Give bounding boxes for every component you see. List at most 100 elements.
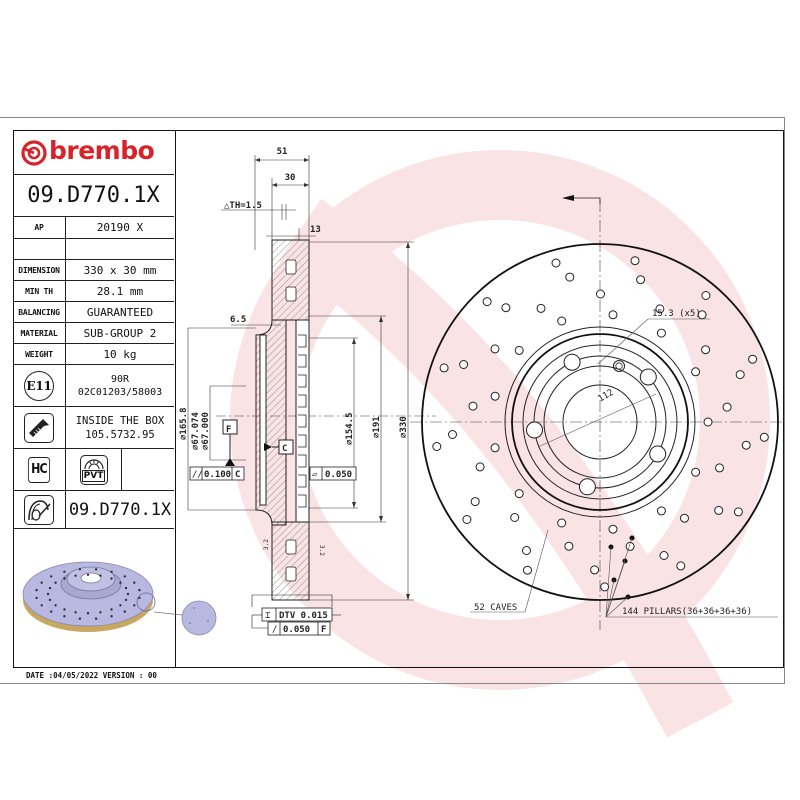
drawing-outer-frame [0,117,785,684]
drill-hole [701,291,711,300]
surface-finish-right: 3.2 [318,545,325,556]
dim-friction-inner-dia: ⌀191 [372,416,382,438]
render-hole [123,610,127,613]
drill-hole [514,345,524,355]
drill-hole [475,462,485,472]
render-hole [94,617,98,620]
dtv-value: DTV 0.015 [279,611,328,621]
drill-hole [590,565,600,575]
footer-part-number: 09.D770.1X [68,499,172,520]
drill-hole [490,443,500,453]
drill-hole [608,310,618,320]
disc-profile-icon [24,494,54,525]
drill-hole [691,467,701,477]
dim-bore-min: ⌀67.000 [201,412,211,450]
inside-box-line1: INSIDE THE BOX [75,414,165,427]
e11-badge-icon: E11 [24,370,54,401]
datum-f: F [226,425,231,435]
render-hole [74,574,77,577]
vent-pillar [298,394,307,408]
inside-box-row: INSIDE THE BOX 105.5732.95 [13,407,174,449]
bolt-hole [526,421,543,439]
render-hole [99,611,102,614]
spec-label: BALANCING [13,302,66,322]
render-hole [126,592,130,596]
dim-hat-outer-dia: ⌀165.8 [179,407,189,440]
badges-row: HC PVT [13,449,174,491]
vent-pillar [298,434,307,448]
render-hole [110,577,113,580]
caves-label: 52 CAVES [474,603,517,613]
vent-pillar [298,374,307,388]
disc-3d-render-cell [13,529,174,668]
drill-hole [608,524,618,534]
bolt-hole [649,445,667,463]
spec-label [13,239,66,259]
part-number: 09.D770.1X [27,183,160,208]
render-hole [35,588,38,592]
drill-hole [748,354,758,364]
disc-3d-render [22,561,156,632]
drill-hole [536,303,546,313]
drill-hole [741,440,751,450]
render-hole [63,577,66,580]
homologation-badge-cell: E11 [13,365,66,406]
homologation-line2: 02C01203/58003 [77,386,163,398]
render-hole [54,581,57,584]
render-hole [138,596,141,600]
surface-finish-left: 3.2 [263,539,270,550]
drill-hole [655,304,665,314]
drawing-inner-frame [13,130,784,668]
runout-symbol: / [272,625,277,635]
section-view: 51 30 △TH=1.5 13 6.5 ⌀165.8 ⌀67.074 ⌀67.… [179,147,436,636]
render-hole [48,598,52,602]
homologation-line1: 90R [110,373,130,385]
drill-hole [448,430,457,439]
front-view: 15.3 (x5) 112 52 CAVES 144 PILLARS(36+36… [410,195,785,630]
spec-value: SUB-GROUP 2 [83,326,157,340]
vent-pillar [298,354,307,368]
drill-hole [735,370,745,380]
render-hole [123,575,127,578]
spec-value: 28.1 mm [96,284,144,298]
dim-bore-max: ⌀67.074 [191,411,201,450]
vent-pillar [298,474,307,488]
render-hole [124,598,128,602]
drill-hole [564,541,574,551]
datum-c: C [282,444,287,454]
drill-hole [630,256,640,266]
runout-datum: F [321,625,326,635]
drill-hole [501,303,511,313]
spec-value: 330 x 30 mm [83,263,157,277]
drill-hole [432,442,442,451]
drill-hole [676,561,686,571]
dim-hat-thickness: 6.5 [230,315,246,325]
vent-pillar [298,414,307,428]
pvt-cell: PVT [66,449,122,490]
drill-hole [468,401,478,411]
inside-box-icon-cell [13,407,66,448]
brembo-logo-icon [21,140,47,166]
bolt-hole [578,478,596,496]
screw-icon [24,412,54,443]
render-hole [110,615,113,618]
spec-value: GUARANTEED [86,305,154,319]
hc-badge-icon: HC [27,456,51,483]
render-hole [54,604,57,607]
spec-label: DIMENSION [13,260,66,280]
dim-braking-face: 13 [310,225,321,235]
dim-outer-dia: ⌀330 [399,416,409,438]
drill-hole [659,551,669,560]
render-hole [110,570,113,573]
flatness-symbol: ▱ [312,470,318,480]
drill-hole [722,402,732,412]
drill-hole [636,275,646,285]
spec-label: MIN TH [13,281,66,301]
render-hole [99,574,102,577]
spec-row: MATERIAL SUB-GROUP 2 [13,323,174,344]
detail-callout [153,600,217,636]
footer-part-row: 09.D770.1X [13,491,174,529]
render-hole [78,568,82,571]
dim-inner-dia: ⌀154.5 [345,412,355,445]
drill-hole [462,515,472,524]
